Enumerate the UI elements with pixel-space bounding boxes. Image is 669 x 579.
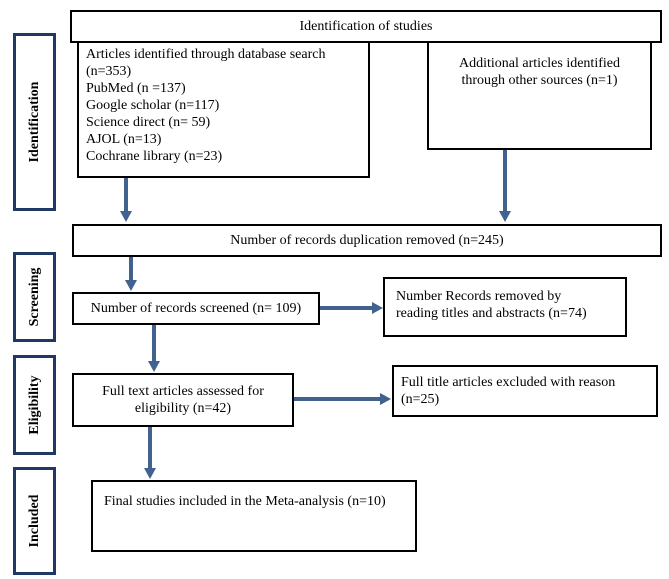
database-search-line: Science direct (n= 59) — [86, 115, 211, 130]
arrowhead-excluded — [380, 393, 391, 405]
removed-titles-box: Number Records removed by reading titles… — [383, 277, 627, 337]
full-text-box: Full text articles assessed for eligibil… — [72, 373, 294, 427]
database-search-line: Google scholar (n=117) — [86, 98, 220, 113]
database-search-line: PubMed (n =137) — [86, 81, 186, 96]
arrowhead-fulltext — [148, 361, 160, 372]
arrowhead-screened — [125, 280, 137, 291]
screened-box: Number of records screened (n= 109) — [72, 292, 320, 325]
identification-header-text: Identification of studies — [299, 19, 433, 34]
duplicates-removed-text: Number of records duplication removed (n… — [230, 233, 504, 248]
database-search-line: Articles identified through database sea… — [86, 47, 326, 62]
database-search-box: Articles identified through database sea… — [77, 41, 370, 178]
stage-included: Included — [13, 467, 56, 575]
final-included-box: Final studies included in the Meta-analy… — [91, 480, 417, 552]
full-text-line: Full text articles assessed for — [102, 384, 264, 399]
other-sources-line: through other sources (n=1) — [461, 73, 618, 88]
arrowhead-included — [144, 468, 156, 479]
stage-eligibility: Eligibility — [13, 355, 56, 455]
full-text-line: eligibility (n=42) — [134, 401, 232, 416]
removed-titles-line: Number Records removed by — [396, 289, 562, 304]
screened-text: Number of records screened (n= 109) — [90, 301, 302, 316]
removed-titles-line: reading titles and abstracts (n=74) — [396, 306, 587, 321]
other-sources-line: Additional articles identified — [459, 56, 620, 71]
excluded-line: Full title articles excluded with reason — [401, 375, 616, 390]
excluded-box: Full title articles excluded with reason… — [392, 365, 658, 417]
arrowhead-other — [499, 211, 511, 222]
database-search-line: (n=353) — [86, 64, 132, 79]
excluded-line: (n=25) — [401, 392, 440, 407]
other-sources-box: Additional articles identified through o… — [427, 41, 652, 150]
duplicates-removed-box: Number of records duplication removed (n… — [72, 224, 662, 257]
stage-identification: Identification — [13, 33, 56, 211]
stage-screening: Screening — [13, 252, 56, 342]
database-search-line: AJOL (n=13) — [86, 132, 162, 147]
database-search-line: Cochrane library (n=23) — [86, 149, 223, 164]
arrowhead-database — [120, 211, 132, 222]
arrowhead-removed — [372, 302, 383, 314]
final-included-text: Final studies included in the Meta-analy… — [104, 494, 386, 509]
